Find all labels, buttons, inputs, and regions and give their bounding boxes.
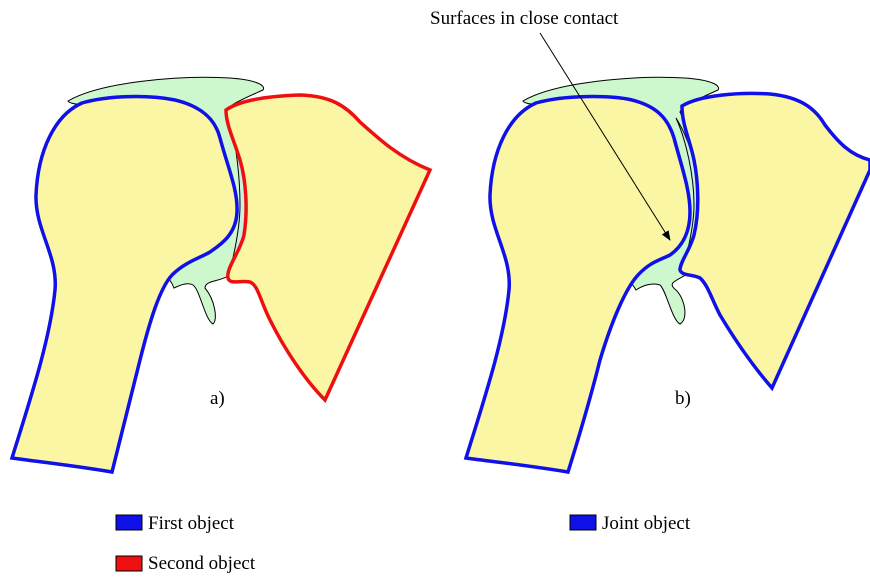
panel-a-second-object — [226, 95, 430, 400]
legend-label-second: Second object — [148, 553, 256, 574]
panel-a-label: a) — [210, 388, 225, 409]
legend-label-first: First object — [148, 513, 235, 534]
legend-swatch-first — [116, 515, 142, 530]
panel-b: Surfaces in close contact b) — [430, 8, 870, 472]
panel-a: a) — [12, 77, 430, 472]
legend-label-joint: Joint object — [602, 513, 691, 534]
panel-b-label: b) — [675, 388, 691, 409]
legend-swatch-joint — [570, 515, 596, 530]
contact-annotation: Surfaces in close contact — [430, 8, 619, 29]
legend-swatch-second — [116, 556, 142, 571]
legend: First object Second object Joint object — [116, 513, 691, 574]
panel-b-scapula — [680, 93, 870, 388]
